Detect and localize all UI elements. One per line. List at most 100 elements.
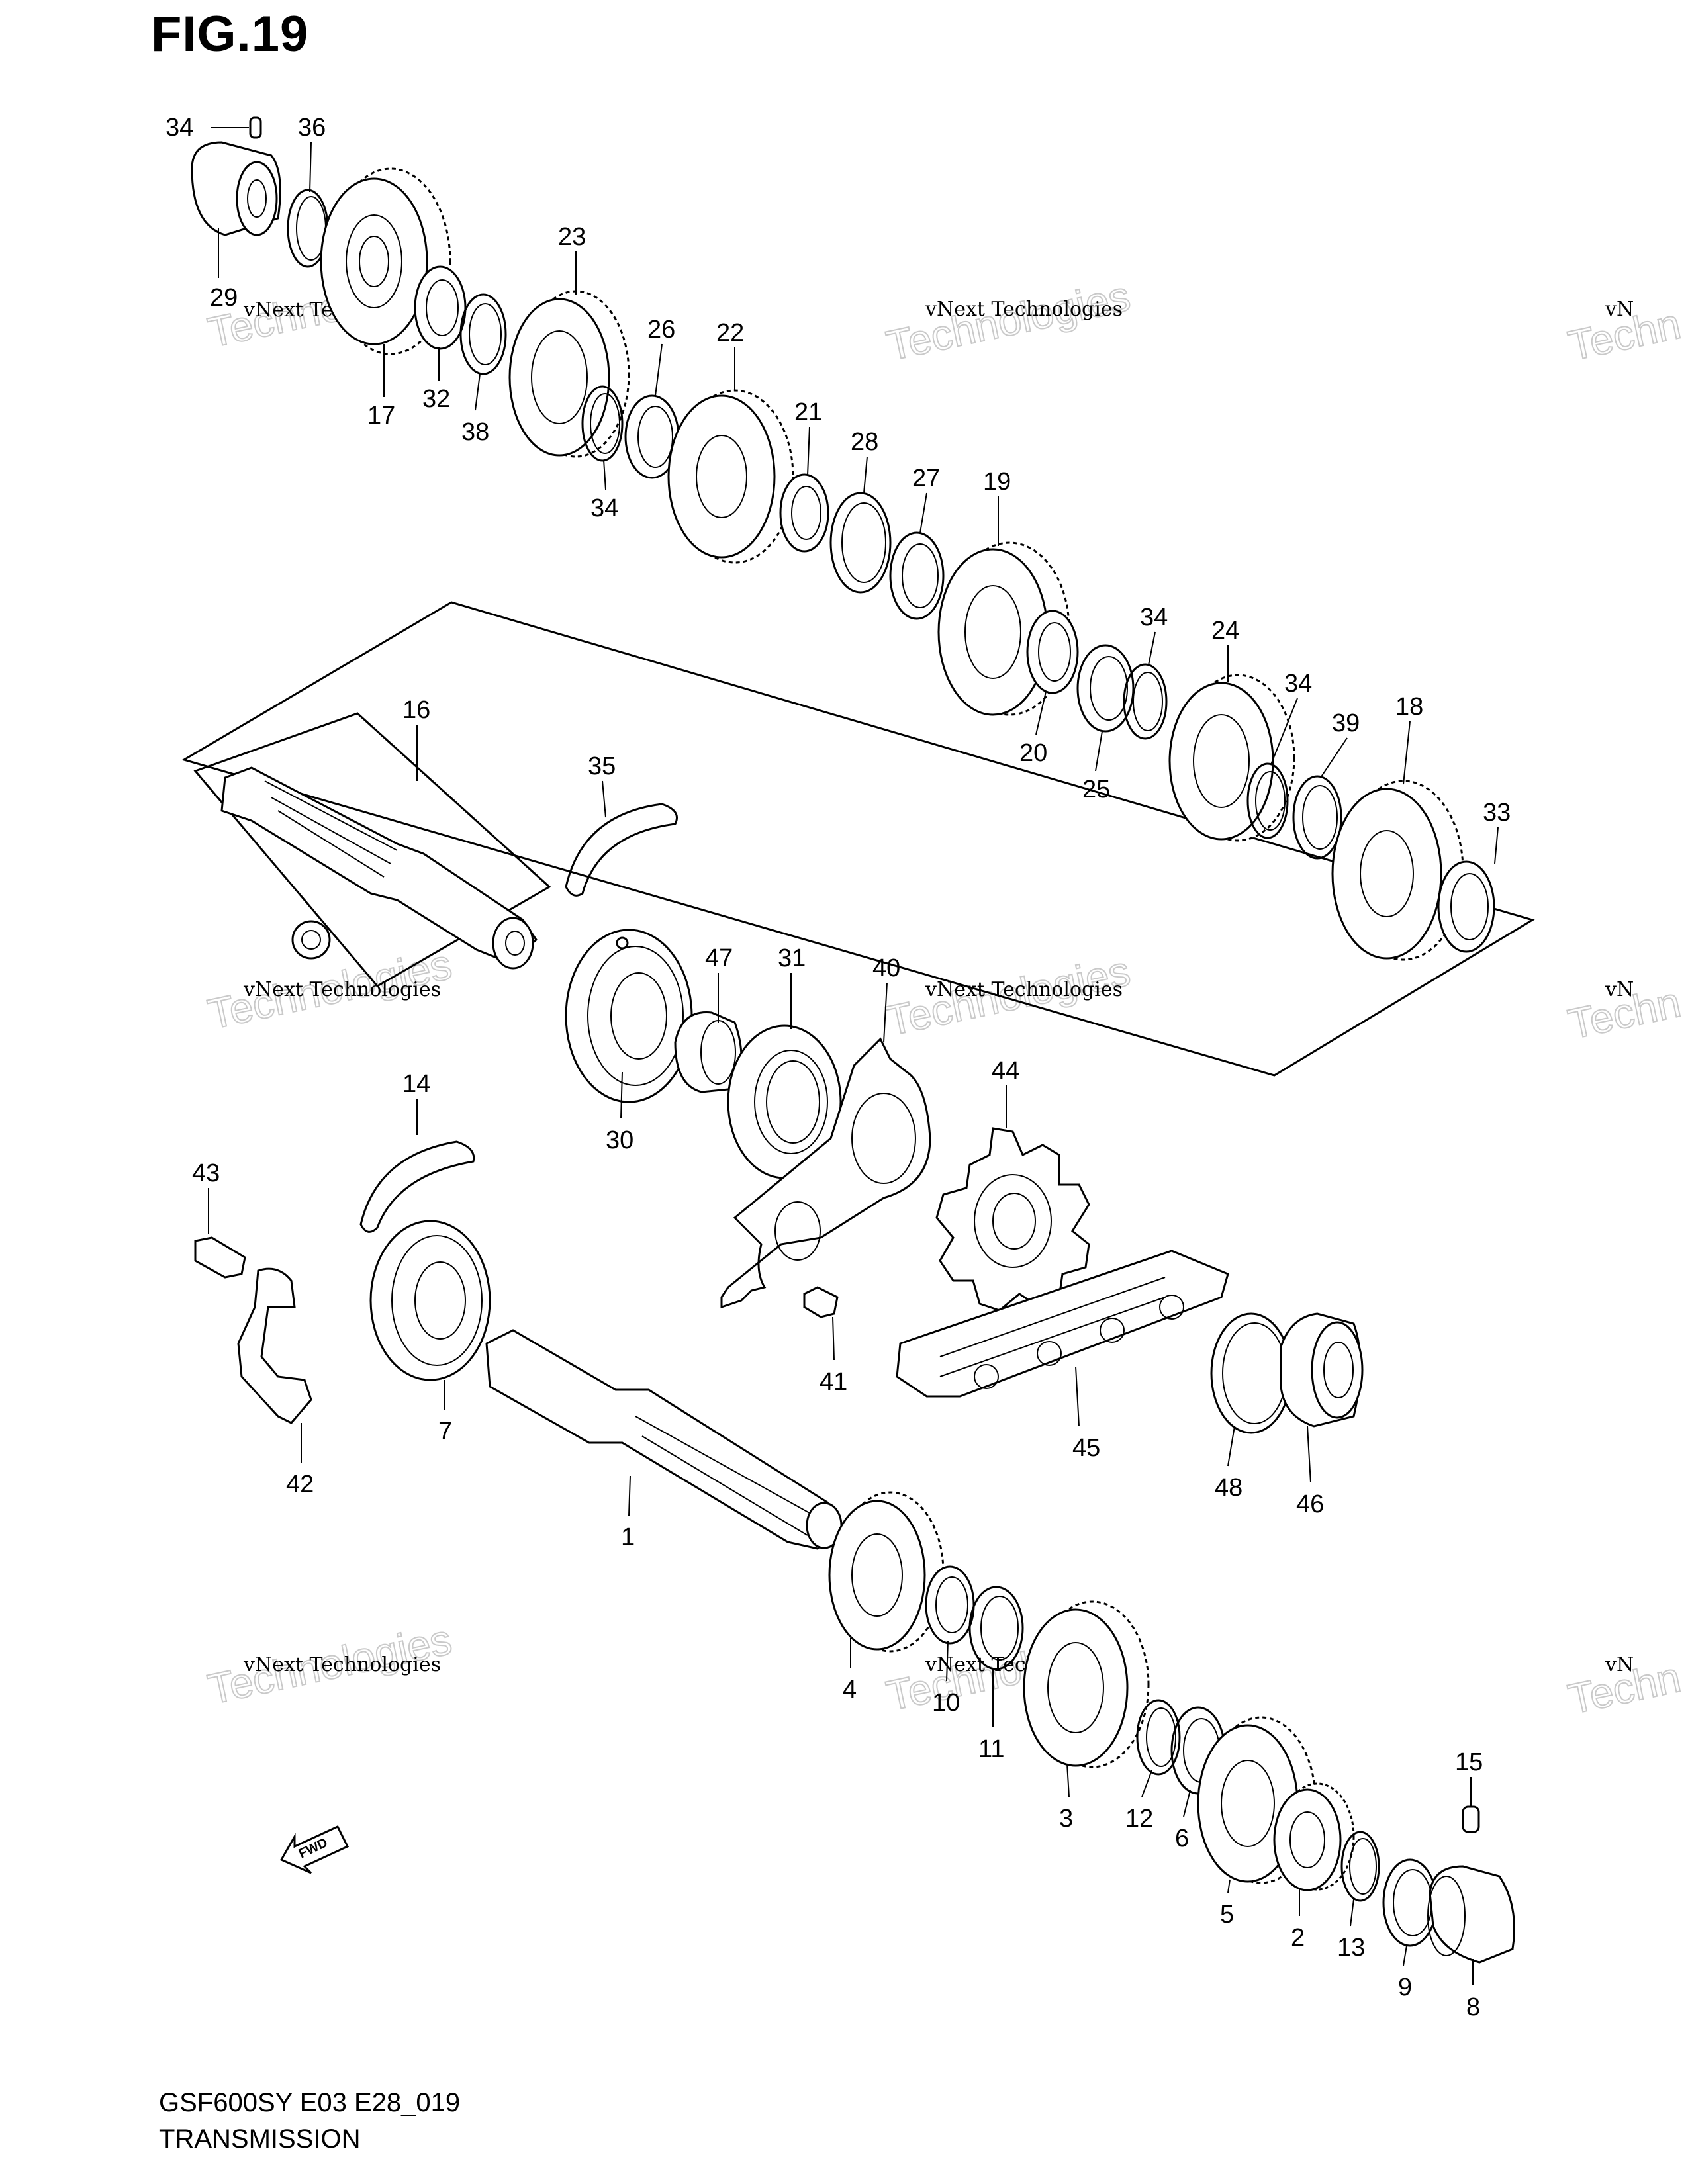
part-28-washer — [829, 492, 892, 594]
assembly-frame — [181, 601, 1535, 1077]
callout-18: 18 — [1395, 693, 1423, 721]
watermark-small: vN — [1605, 298, 1634, 321]
callout-11: 11 — [978, 1735, 1004, 1763]
callout-34: 34 — [590, 494, 618, 522]
part-7-bearing — [369, 1220, 491, 1381]
watermark-small: vNext Technologies — [243, 1653, 441, 1676]
callout-33: 33 — [1483, 799, 1511, 827]
watermark-small: vNext Technologies — [925, 298, 1123, 321]
watermark-small: vN — [1605, 978, 1634, 1001]
watermark-group: Technologies vNext Technologies Technolo… — [203, 258, 1685, 1724]
part-48-o-ring — [1210, 1312, 1292, 1434]
callout-38: 38 — [461, 418, 489, 446]
shaft-sub-frame — [193, 712, 551, 987]
callout-42: 41 — [820, 1368, 847, 1396]
part-10-bushing — [925, 1565, 975, 1645]
part-33-bushing — [1437, 860, 1495, 953]
callout-1: 1 — [621, 1524, 635, 1551]
part-1-drive-shaft — [485, 1329, 843, 1550]
callout-44: 44 — [992, 1057, 1019, 1085]
callout-34b: 34 — [1140, 604, 1168, 631]
part-34-circlip — [581, 385, 624, 462]
part-44-drive-sprocket — [935, 1127, 1090, 1312]
watermark-large: Techn — [1564, 978, 1685, 1048]
callout-8: 8 — [1466, 1993, 1480, 2021]
callout-22: 22 — [716, 319, 744, 347]
callout-41: 40 — [872, 954, 900, 982]
callout-17: 17 — [367, 402, 395, 430]
callout-2: 2 — [1291, 1924, 1305, 1952]
part-45-drive-chain — [896, 1250, 1229, 1398]
callout-35: 35 — [588, 752, 616, 780]
watermark-large: Techn — [1564, 300, 1685, 370]
part-14-retainer-ring — [359, 1140, 475, 1233]
callout-25: 25 — [1082, 776, 1110, 803]
part-41-retainer-plate — [720, 1037, 931, 1309]
part-8-collar — [1427, 1865, 1515, 1964]
callout-36: 34 — [165, 114, 193, 142]
part-11-lock-washer — [968, 1586, 1024, 1670]
part-2-gear — [1273, 1782, 1355, 1891]
callout-43: 43 — [192, 1160, 220, 1187]
part-18-gear — [1331, 780, 1464, 961]
part-40-clamp — [237, 1267, 312, 1424]
part-46-nut — [1280, 1312, 1364, 1428]
forward-direction-icon: FWD — [279, 1825, 350, 1874]
section-name: TRANSMISSION — [159, 2124, 361, 2154]
callout-46: 46 — [1296, 1490, 1324, 1518]
callout-13: 13 — [1337, 1934, 1365, 1962]
callout-10: 10 — [932, 1689, 960, 1717]
callout-29: 29 — [210, 284, 238, 312]
callout-23: 23 — [558, 223, 586, 251]
callout-28: 28 — [851, 428, 878, 456]
part-13-circlip — [1340, 1831, 1380, 1902]
callout-26: 26 — [647, 316, 675, 343]
watermark-small: vNext Technologies — [243, 978, 441, 1001]
callout-21: 21 — [794, 398, 822, 426]
callout-47: 47 — [705, 944, 733, 972]
callout-12: 12 — [1125, 1805, 1153, 1833]
part-27-lock-washer — [889, 531, 945, 620]
leader-lines — [208, 127, 1499, 1985]
part-15-pin — [1462, 1805, 1480, 1833]
part-38-washer — [459, 293, 507, 375]
callout-4: 4 — [843, 1676, 857, 1704]
callout-20: 20 — [1019, 739, 1047, 767]
part-34-circlip — [1246, 762, 1289, 839]
part-42-bolt — [803, 1286, 839, 1318]
callout-48: 48 — [1215, 1474, 1243, 1502]
part-12-circlip — [1136, 1699, 1181, 1776]
part-16-countershaft — [220, 766, 538, 970]
callout-9: 9 — [1398, 1974, 1412, 2001]
callout-31: 31 — [778, 944, 806, 972]
callout-39: 39 — [1332, 709, 1360, 737]
part-32-bushing — [414, 265, 467, 350]
model-code: GSF600SY E03 E28_019 — [159, 2088, 461, 2117]
callout-34c: 34 — [1284, 670, 1312, 698]
part-21-bushing — [779, 473, 829, 553]
callout-27: 27 — [912, 465, 940, 492]
callout-7: 7 — [438, 1418, 452, 1445]
callout-37: 36 — [298, 114, 326, 142]
callout-14: 14 — [402, 1070, 430, 1098]
callout-6: 6 — [1175, 1825, 1189, 1852]
callout-15: 15 — [1455, 1749, 1483, 1776]
part-36-pin — [249, 116, 262, 139]
callout-32: 32 — [422, 385, 450, 413]
part-24-gear — [1168, 674, 1295, 842]
part-22-gear — [667, 389, 794, 564]
watermark-small: vN — [1605, 1653, 1634, 1676]
callout-30: 30 — [606, 1126, 633, 1154]
callout-24: 24 — [1211, 617, 1239, 645]
callout-3: 3 — [1059, 1805, 1073, 1833]
part-25-lock-washer — [1076, 644, 1135, 733]
watermark-large: Techn — [1564, 1653, 1685, 1723]
callout-45: 45 — [1072, 1434, 1100, 1462]
part-35-retainer-ring — [565, 803, 678, 897]
callout-19: 19 — [983, 468, 1011, 496]
part-43-screw — [194, 1236, 246, 1279]
callout-16: 16 — [402, 696, 430, 724]
part-4-gear — [828, 1491, 945, 1653]
part-23-gear — [508, 290, 630, 458]
